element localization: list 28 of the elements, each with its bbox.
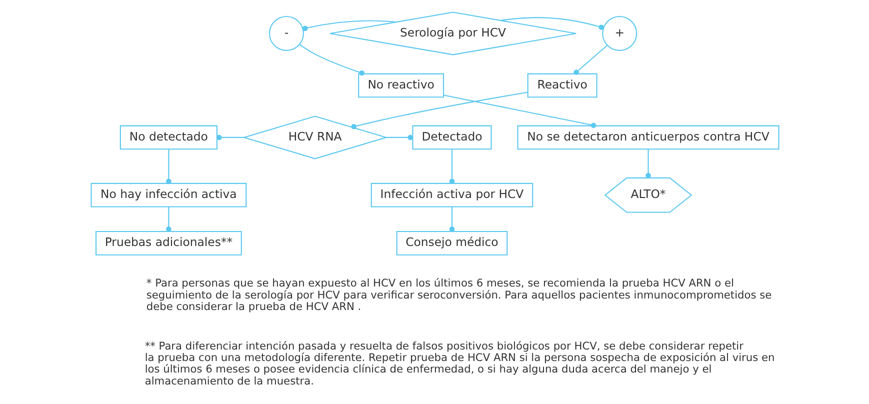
connector (350, 92, 528, 130)
node-box: Detectado (412, 125, 492, 150)
connector (302, 20, 396, 32)
connector (573, 44, 608, 75)
node-box: No hay infección activa (90, 182, 246, 208)
node-box: Consejo médico (396, 231, 508, 256)
connector (216, 134, 244, 140)
connector (448, 149, 454, 184)
connector (166, 206, 171, 232)
node-box: Reactivo (526, 73, 597, 98)
connector (386, 134, 412, 140)
node-box: No reactivo (358, 73, 444, 98)
node-box: Pruebas adicionales** (95, 231, 242, 256)
node-circle: + (602, 16, 637, 51)
label: * Para personas que se hayan expuesto al HCV en los últimos 6 meses, se recomienda la prueba HCV ARN o el seguimiento de la serología por HCV para verificar seroconversión. Para aquellos pacientes inmunocomprometidos se debe considerar la prueba de HCV ARN . (146, 278, 772, 314)
connector (442, 94, 596, 128)
node-diamond: Serología por HCV (328, 12, 576, 56)
connector (448, 206, 454, 232)
node-diamond: HCV RNA (242, 116, 388, 160)
connector (645, 149, 650, 178)
node-box: No se detectaron anticuerpos contra HCV (516, 125, 779, 150)
node-box: No detectado (119, 125, 217, 150)
connector (500, 17, 604, 30)
connector (298, 44, 364, 76)
node-box: Infección activa por HCV (370, 182, 533, 208)
node-circle: - (268, 16, 304, 51)
connector (166, 149, 171, 184)
label: ** Para diferenciar intención pasada y resuelta de falsos positivos biológicos por HCV, se debe considerar repetir la prueba con una metodología diferente. Repetir prueba de HCV ARN si la persona sospecha de exposición al virus en los últimos 6 meses o posee evidencia clínica de enfermedad, o si hay alguna duda acerca del manejo y el almacenamiento de la muestra. (144, 340, 774, 388)
